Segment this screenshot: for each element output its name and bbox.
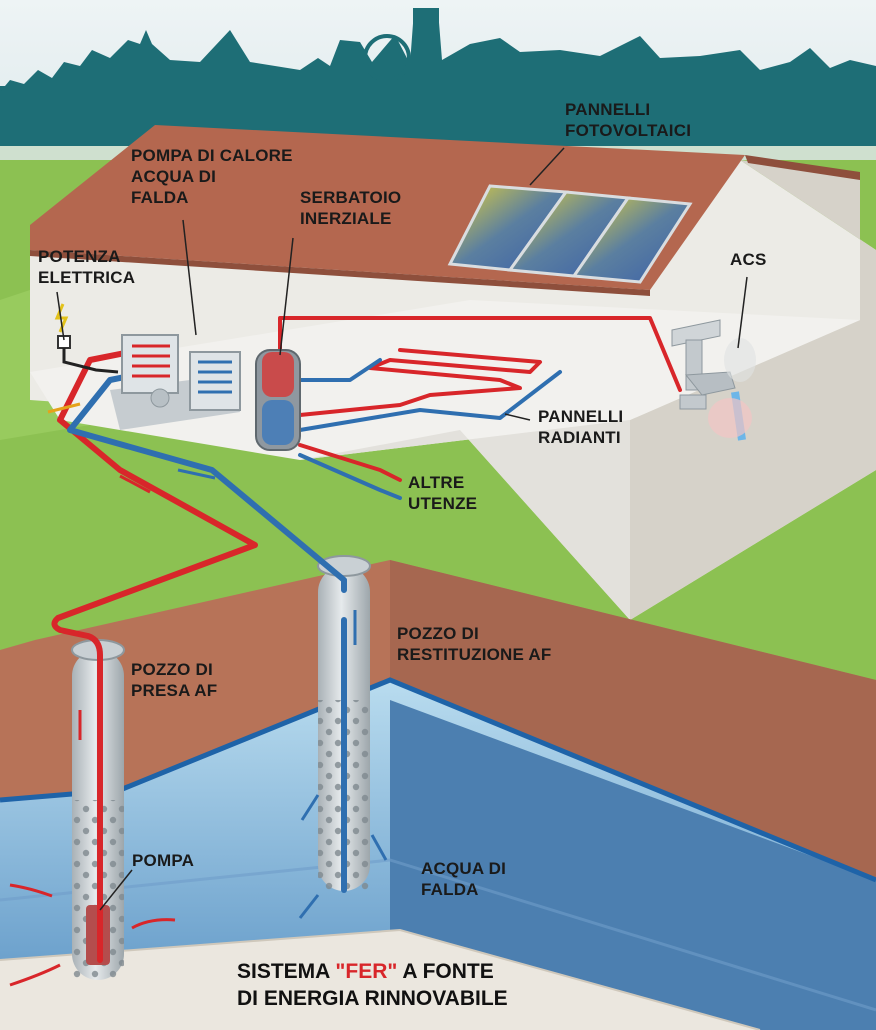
diagram-title: SISTEMA "FER" A FONTE DI ENERGIA RINNOVA… (237, 958, 508, 1012)
label-pozzo-restituzione: POZZO DI RESTITUZIONE AF (397, 624, 552, 664)
label-pannelli-radianti: PANNELLI RADIANTI (538, 407, 624, 447)
flow-arrows (9, 402, 388, 987)
title-highlight: "FER" (335, 960, 398, 983)
label-pozzo-presa: POZZO DI PRESA AF (131, 660, 218, 700)
solar-panels (447, 184, 693, 284)
label-pannelli-fotovoltaici: PANNELLI FOTOVOLTAICI (565, 100, 692, 140)
title-prefix: SISTEMA (237, 960, 336, 983)
label-pompa-di-calore: POMPA DI CALORE ACQUA DI FALDA (131, 146, 293, 207)
title-line-2: DI ENERGIA RINNOVABILE (237, 987, 508, 1010)
cold-pipes (67, 358, 562, 893)
label-acs: ACS (730, 250, 767, 269)
title-suffix: A FONTE (397, 960, 494, 983)
hot-pipes (51, 316, 682, 963)
underground-section (0, 560, 876, 1030)
label-altre-utenze: ALTRE UTENZE (408, 473, 478, 513)
label-acqua-di-falda: ACQUA DI FALDA (421, 859, 507, 899)
label-serbatoio-inerziale: SERBATOIO INERZIALE (300, 188, 402, 228)
title-line-1: SISTEMA "FER" A FONTE (237, 958, 508, 985)
inertial-tank (255, 349, 301, 451)
label-leaders (56, 147, 748, 911)
label-pompa: POMPA (132, 851, 195, 870)
label-potenza-elettrica: POTENZA ELETTRICA (38, 247, 136, 287)
hot-water-tap (671, 319, 756, 441)
heat-pump (110, 334, 241, 430)
